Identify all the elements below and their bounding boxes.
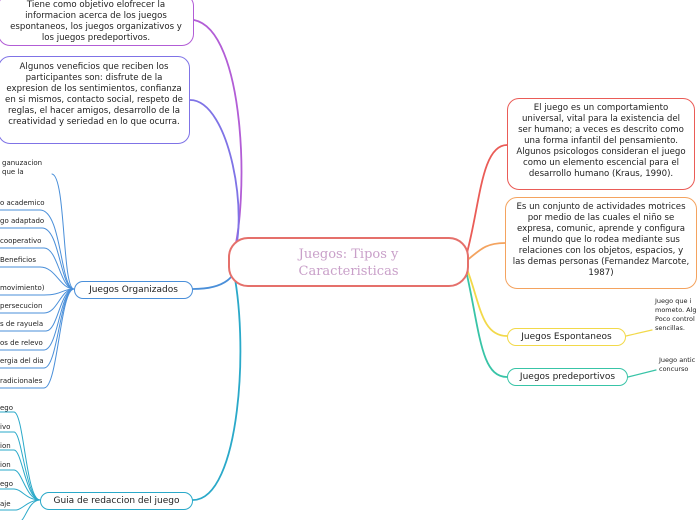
topic-guia-redaccion[interactable]: Guia de redaccion del juego [40,492,193,510]
topic-juegos-predeportivos[interactable]: Juegos predeportivos [507,368,628,386]
predeportivos-note-line: Juego antic [659,356,696,364]
espontaneos-note-line: sencillas. [655,324,685,332]
organizados-intro-line1: ganuzacion [2,159,43,167]
central-topic[interactable]: Juegos: Tipos y Caracteristicas [228,237,469,287]
espontaneos-note-line: Poco control [655,315,695,323]
guia-item[interactable]: ego [0,480,14,488]
link-predeportivos [464,265,508,378]
topic-juegos-organizados[interactable]: Juegos Organizados [74,281,193,299]
central-title-line2: Caracteristicas [298,264,399,279]
organizados-item[interactable]: radicionales [0,377,43,385]
guia-item[interactable]: aje [0,500,11,508]
link-espontaneos [464,263,508,337]
link-definicion [464,144,508,261]
link-beneficios [189,99,240,261]
espontaneos-note-line: Juego que i [655,297,692,305]
topic-juegos-espontaneos[interactable]: Juegos Espontaneos [507,328,626,346]
organizados-intro-line2: que la [2,168,24,176]
predeportivos-note-line: concurso [659,365,689,373]
topic-actividades[interactable]: Es un conjunto de actividades motrices p… [505,197,697,289]
organizados-item[interactable]: movimiento) [0,284,45,292]
organizados-item[interactable]: persecucion [0,302,43,310]
link-objetivo [193,19,243,261]
guia-item[interactable]: ion [0,461,11,469]
organizados-item[interactable]: o academico [0,199,45,207]
organizados-item[interactable]: go adaptado [0,217,45,225]
guia-item[interactable]: ivo [0,423,11,431]
link-guia [192,263,242,501]
topic-objetivo[interactable]: Tiene como objetivo elofrecer la informa… [0,0,194,46]
central-title-line1: Juegos: Tipos y [298,247,399,262]
organizados-item[interactable]: cooperativo [0,237,42,245]
organizados-item[interactable]: s de rayuela [0,320,44,328]
organizados-item[interactable]: os de relevo [0,339,43,347]
topic-beneficios[interactable]: Algunos veneficios que reciben los parti… [0,56,190,144]
link-actividades [464,242,506,263]
espontaneos-note-line: mometo. Alg [655,306,697,314]
guia-item[interactable]: ion [0,442,11,450]
topic-definicion[interactable]: El juego es un comportamiento universal,… [507,98,695,190]
guia-item[interactable]: ego [0,404,14,412]
organizados-item[interactable]: Beneficios [0,256,36,264]
organizados-item[interactable]: ergia del dia [0,357,44,365]
